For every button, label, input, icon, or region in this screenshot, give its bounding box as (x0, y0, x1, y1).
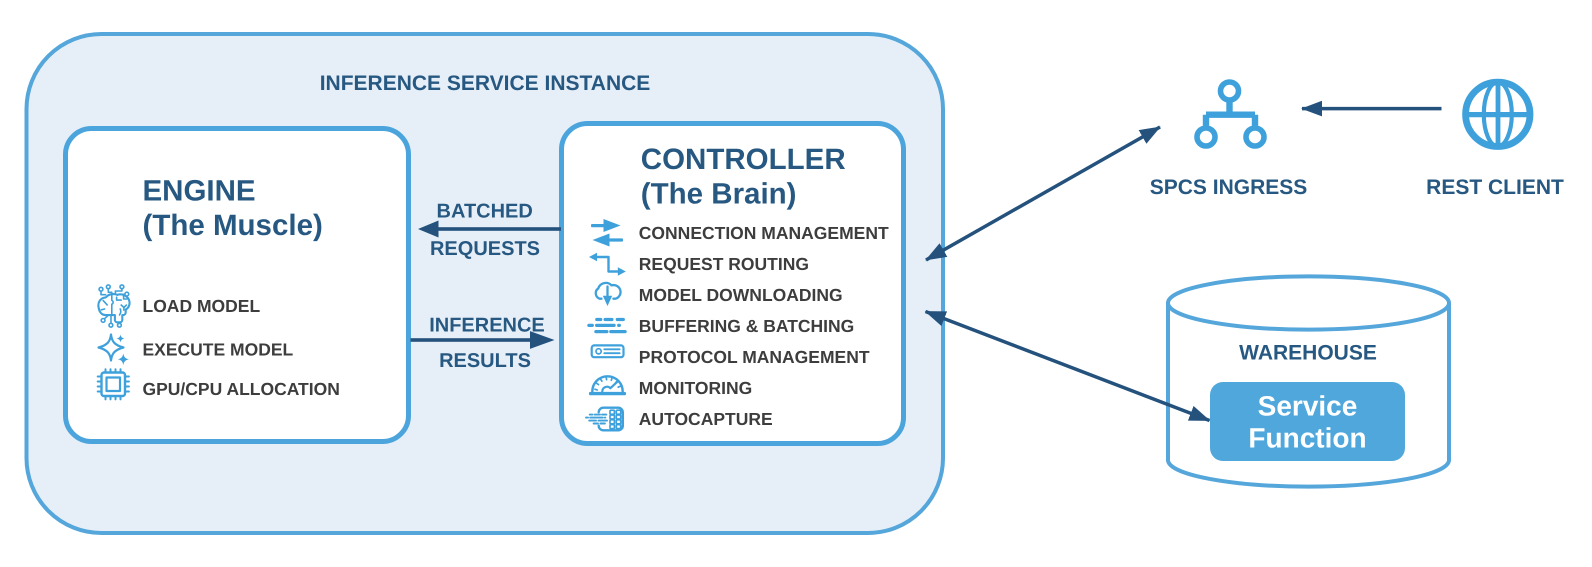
svg-text:LOAD MODEL: LOAD MODEL (143, 296, 261, 316)
svg-text:REST CLIENT: REST CLIENT (1426, 176, 1564, 199)
svg-text:GPU/CPU ALLOCATION: GPU/CPU ALLOCATION (143, 379, 340, 399)
svg-text:(The Brain): (The Brain) (641, 178, 797, 211)
svg-text:REQUEST ROUTING: REQUEST ROUTING (639, 254, 809, 274)
svg-text:CONNECTION MANAGEMENT: CONNECTION MANAGEMENT (639, 223, 889, 243)
svg-text:RESULTS: RESULTS (439, 350, 531, 372)
svg-text:MODEL DOWNLOADING: MODEL DOWNLOADING (639, 285, 843, 305)
svg-text:MONITORING: MONITORING (639, 378, 752, 398)
svg-text:Service: Service (1258, 390, 1358, 421)
svg-text:SPCS INGRESS: SPCS INGRESS (1150, 176, 1308, 199)
svg-text:PROTOCOL MANAGEMENT: PROTOCOL MANAGEMENT (639, 347, 870, 367)
svg-text:BATCHED: BATCHED (437, 201, 533, 223)
svg-text:WAREHOUSE: WAREHOUSE (1239, 341, 1377, 364)
svg-text:(The Muscle): (The Muscle) (143, 209, 323, 242)
svg-text:EXECUTE MODEL: EXECUTE MODEL (143, 339, 294, 359)
svg-text:REQUESTS: REQUESTS (430, 238, 540, 260)
svg-text:BUFFERING & BATCHING: BUFFERING & BATCHING (639, 316, 855, 336)
svg-text:Function: Function (1248, 423, 1366, 454)
svg-text:INFERENCE: INFERENCE (429, 315, 545, 337)
svg-text:INFERENCE SERVICE INSTANCE: INFERENCE SERVICE INSTANCE (320, 72, 651, 95)
svg-text:AUTOCAPTURE: AUTOCAPTURE (639, 409, 773, 429)
svg-text:CONTROLLER: CONTROLLER (641, 143, 846, 176)
svg-text:ENGINE: ENGINE (143, 175, 256, 208)
